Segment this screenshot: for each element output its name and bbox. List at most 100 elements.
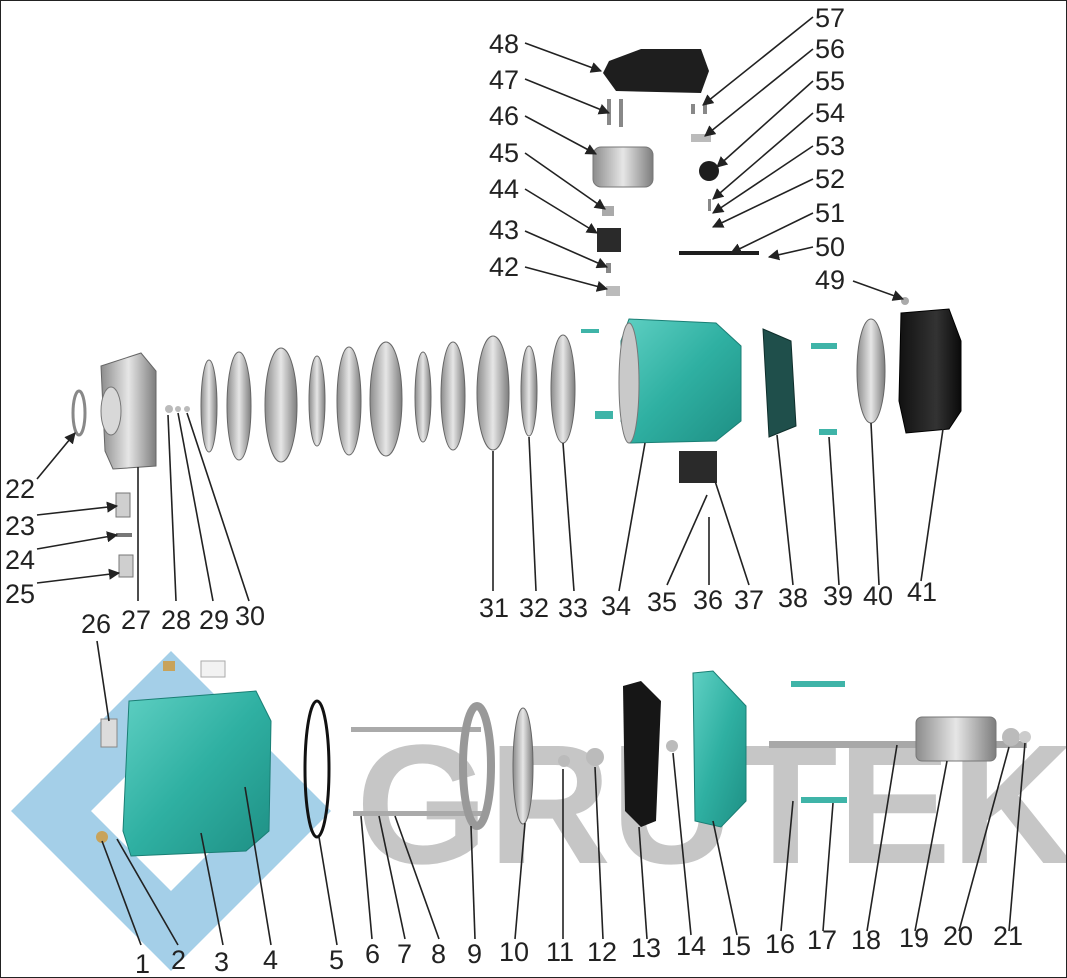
label-44: 44	[489, 174, 519, 204]
label-7: 7	[397, 939, 412, 969]
label-38: 38	[778, 583, 808, 613]
label-15: 15	[721, 931, 751, 961]
label-27: 27	[121, 605, 151, 635]
label-57: 57	[815, 3, 845, 33]
label-28: 28	[161, 605, 191, 635]
part-23-spring	[115, 492, 131, 518]
label-51: 51	[815, 198, 845, 228]
label-21: 21	[993, 921, 1023, 951]
part-26-fitting	[100, 718, 118, 748]
part-3-pump-housing	[122, 690, 272, 857]
label-18: 18	[851, 925, 881, 955]
label-49: 49	[815, 265, 845, 295]
part-29-ring	[175, 406, 181, 412]
part-25-plug	[118, 554, 134, 578]
leader-lines	[36, 16, 1026, 946]
label-30: 30	[235, 601, 265, 631]
part-51-cable	[679, 251, 759, 255]
label-6: 6	[365, 939, 380, 969]
part-54-screw	[708, 199, 711, 211]
label-36: 36	[693, 585, 723, 615]
label-11: 11	[546, 937, 574, 967]
part-20-bearing	[1002, 728, 1020, 746]
label-43: 43	[489, 215, 519, 245]
label-31: 31	[479, 593, 509, 623]
label-14: 14	[676, 931, 706, 961]
part-55-gland-nut	[699, 161, 719, 181]
label-20: 20	[943, 921, 973, 951]
label-26: 26	[81, 609, 111, 639]
label-13: 13	[631, 933, 661, 963]
part-11-seal	[558, 755, 570, 767]
part-41-fan-cover	[898, 308, 962, 434]
part-27-pump-head	[100, 352, 157, 470]
part-56-clamp	[691, 134, 711, 142]
label-34: 34	[601, 591, 631, 621]
part-14-bearing	[666, 740, 678, 752]
part-22-oring	[71, 389, 87, 437]
part-34-motor-body	[581, 318, 742, 444]
part-13-gasket	[623, 681, 661, 827]
part-12-seal-ring	[586, 748, 604, 766]
part-15-motor-flange	[692, 670, 747, 828]
part-18-shaft	[769, 741, 1027, 748]
part-43-screw	[606, 263, 611, 273]
part-38-end-cover	[762, 328, 797, 438]
label-12: 12	[587, 937, 617, 967]
part-1-brass-plug	[96, 831, 108, 843]
label-16: 16	[765, 929, 795, 959]
part-6-9-tie-rods-and-bracket	[351, 702, 495, 830]
label-1: 1	[135, 949, 150, 978]
label-32: 32	[519, 593, 549, 623]
part-10-diffuser	[512, 707, 534, 825]
label-25: 25	[5, 579, 35, 609]
part-37-terminal-block	[679, 451, 717, 483]
part-48-box-cover	[603, 49, 709, 93]
label-35: 35	[647, 587, 677, 617]
part-30-ring	[184, 406, 190, 412]
part-top-plug	[200, 660, 226, 678]
part-19-rotor	[915, 716, 997, 762]
label-54: 54	[815, 98, 845, 128]
label-53: 53	[815, 131, 845, 161]
label-4: 4	[263, 945, 278, 975]
label-10: 10	[499, 937, 529, 967]
part-39-screws	[811, 343, 837, 349]
label-55: 55	[815, 66, 845, 96]
label-5: 5	[329, 945, 344, 975]
impeller-stack	[200, 334, 576, 463]
part-42-bracket	[606, 286, 620, 296]
part-40-fan	[856, 318, 886, 424]
part-top-valve	[163, 661, 175, 671]
label-19: 19	[899, 923, 929, 953]
part-44-switch	[597, 228, 621, 252]
part-57-screw-b	[703, 104, 707, 114]
label-39: 39	[823, 581, 853, 611]
label-50: 50	[815, 232, 845, 262]
part-24-pin	[116, 533, 132, 537]
part-5-oring	[303, 699, 331, 839]
label-37: 37	[734, 585, 764, 615]
label-47: 47	[489, 65, 519, 95]
label-3: 3	[214, 947, 229, 977]
part-45-clip	[602, 206, 614, 216]
label-45: 45	[489, 138, 519, 168]
label-46: 46	[489, 101, 519, 131]
label-17: 17	[807, 925, 837, 955]
label-29: 29	[199, 605, 229, 635]
part-28-ring	[165, 405, 173, 413]
part-number-labels: 48 47 46 45 44 43 42 57 56 55 54 53 52 5…	[5, 3, 1023, 978]
label-48: 48	[489, 29, 519, 59]
label-56: 56	[815, 34, 845, 64]
label-52: 52	[815, 164, 845, 194]
label-22: 22	[5, 474, 35, 504]
label-33: 33	[558, 593, 588, 623]
part-47-screw-b	[619, 99, 623, 127]
part-upper-bolts	[791, 681, 845, 687]
part-39-screw-lower	[819, 429, 837, 435]
label-41: 41	[907, 577, 937, 607]
label-24: 24	[5, 545, 35, 575]
label-2: 2	[171, 945, 186, 975]
